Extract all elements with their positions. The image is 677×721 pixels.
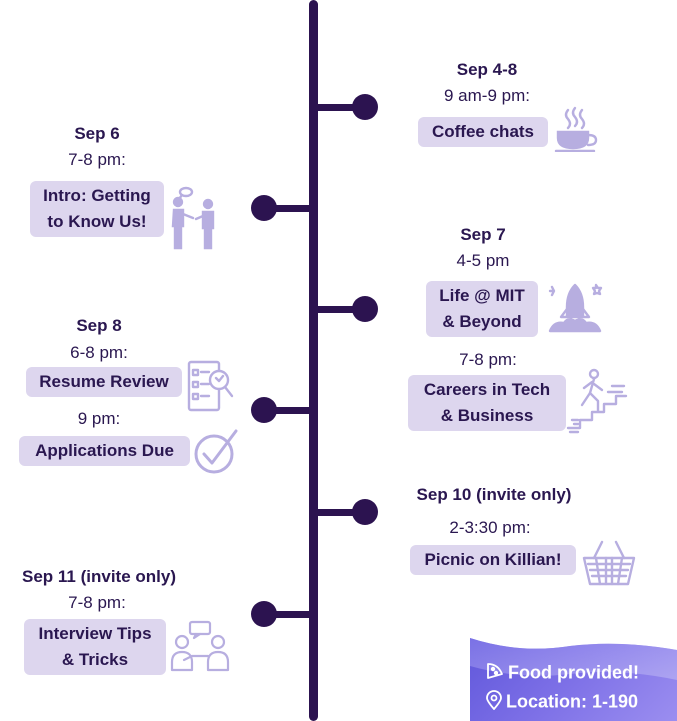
- pizza-icon: [486, 662, 504, 685]
- event-date: Sep 10 (invite only): [416, 485, 572, 504]
- rocket-icon: [544, 279, 606, 335]
- people-talking-icon: [170, 186, 218, 252]
- event-time: 9 am-9 pm:: [444, 86, 530, 105]
- event-title-line: & Tricks: [61, 650, 129, 669]
- event-date: Sep 7: [460, 225, 506, 244]
- event-title-pill: Interview Tips & Tricks: [24, 619, 166, 675]
- event-title-line: Life @ MIT: [439, 286, 525, 305]
- info-card: Food provided! Location: 1-190: [470, 610, 677, 721]
- map-pin-icon: [486, 690, 502, 715]
- event-time: 7-8 pm:: [68, 593, 126, 612]
- event-title-line: Interview Tips: [38, 624, 152, 643]
- timeline-node: [352, 94, 378, 120]
- timeline-node: [251, 601, 277, 627]
- climbing-stairs-icon: [566, 368, 628, 434]
- location-line: Location: 1-190: [486, 690, 638, 715]
- event-title-pill: Intro: Getting to Know Us!: [30, 181, 164, 237]
- event-time: 2-3:30 pm:: [449, 518, 531, 537]
- event-title-pill: Life @ MIT & Beyond: [426, 281, 538, 337]
- event-title-pill: Coffee chats: [418, 117, 548, 147]
- timeline-node: [251, 397, 277, 423]
- timeline-branch: [312, 306, 364, 313]
- event-date: Sep 6: [74, 124, 120, 143]
- food-provided-text: Food provided!: [508, 662, 639, 683]
- event-title-pill: Picnic on Killian!: [410, 545, 576, 575]
- resume-search-icon: [186, 358, 234, 414]
- event-date: Sep 4-8: [456, 60, 518, 79]
- timeline-branch: [262, 205, 314, 212]
- event-title-line: & Business: [440, 406, 534, 425]
- event-title-line: Careers in Tech: [423, 380, 551, 399]
- timeline-node: [352, 499, 378, 525]
- coffee-cup-icon: [554, 106, 598, 152]
- event-time: 7-8 pm:: [459, 350, 517, 369]
- event-time: 7-8 pm:: [68, 150, 126, 169]
- event-title-line: Intro: Getting: [43, 186, 151, 205]
- event-time: 4-5 pm: [456, 251, 510, 270]
- picnic-basket-icon: [580, 538, 638, 586]
- timeline-branch: [312, 104, 364, 111]
- timeline-node: [352, 296, 378, 322]
- food-provided-line: Food provided!: [486, 662, 639, 685]
- timeline-branch: [262, 407, 314, 414]
- event-time: 6-8 pm:: [70, 343, 128, 362]
- timeline-spine: [309, 0, 318, 721]
- event-date: Sep 11 (invite only): [22, 567, 176, 586]
- interview-chat-icon: [170, 620, 230, 672]
- event-date: Sep 8: [76, 316, 122, 335]
- timeline-node: [251, 195, 277, 221]
- event-title-line: to Know Us!: [47, 212, 147, 231]
- event-title-pill: Careers in Tech & Business: [408, 375, 566, 431]
- event-title-pill: Applications Due: [19, 436, 190, 466]
- event-time: 9 pm:: [77, 409, 121, 428]
- event-title-line: & Beyond: [442, 312, 522, 331]
- location-text: Location: 1-190: [506, 691, 639, 712]
- timeline-branch: [312, 509, 364, 516]
- checkmark-circle-icon: [194, 428, 240, 476]
- timeline-branch: [262, 611, 314, 618]
- event-title-pill: Resume Review: [26, 367, 182, 397]
